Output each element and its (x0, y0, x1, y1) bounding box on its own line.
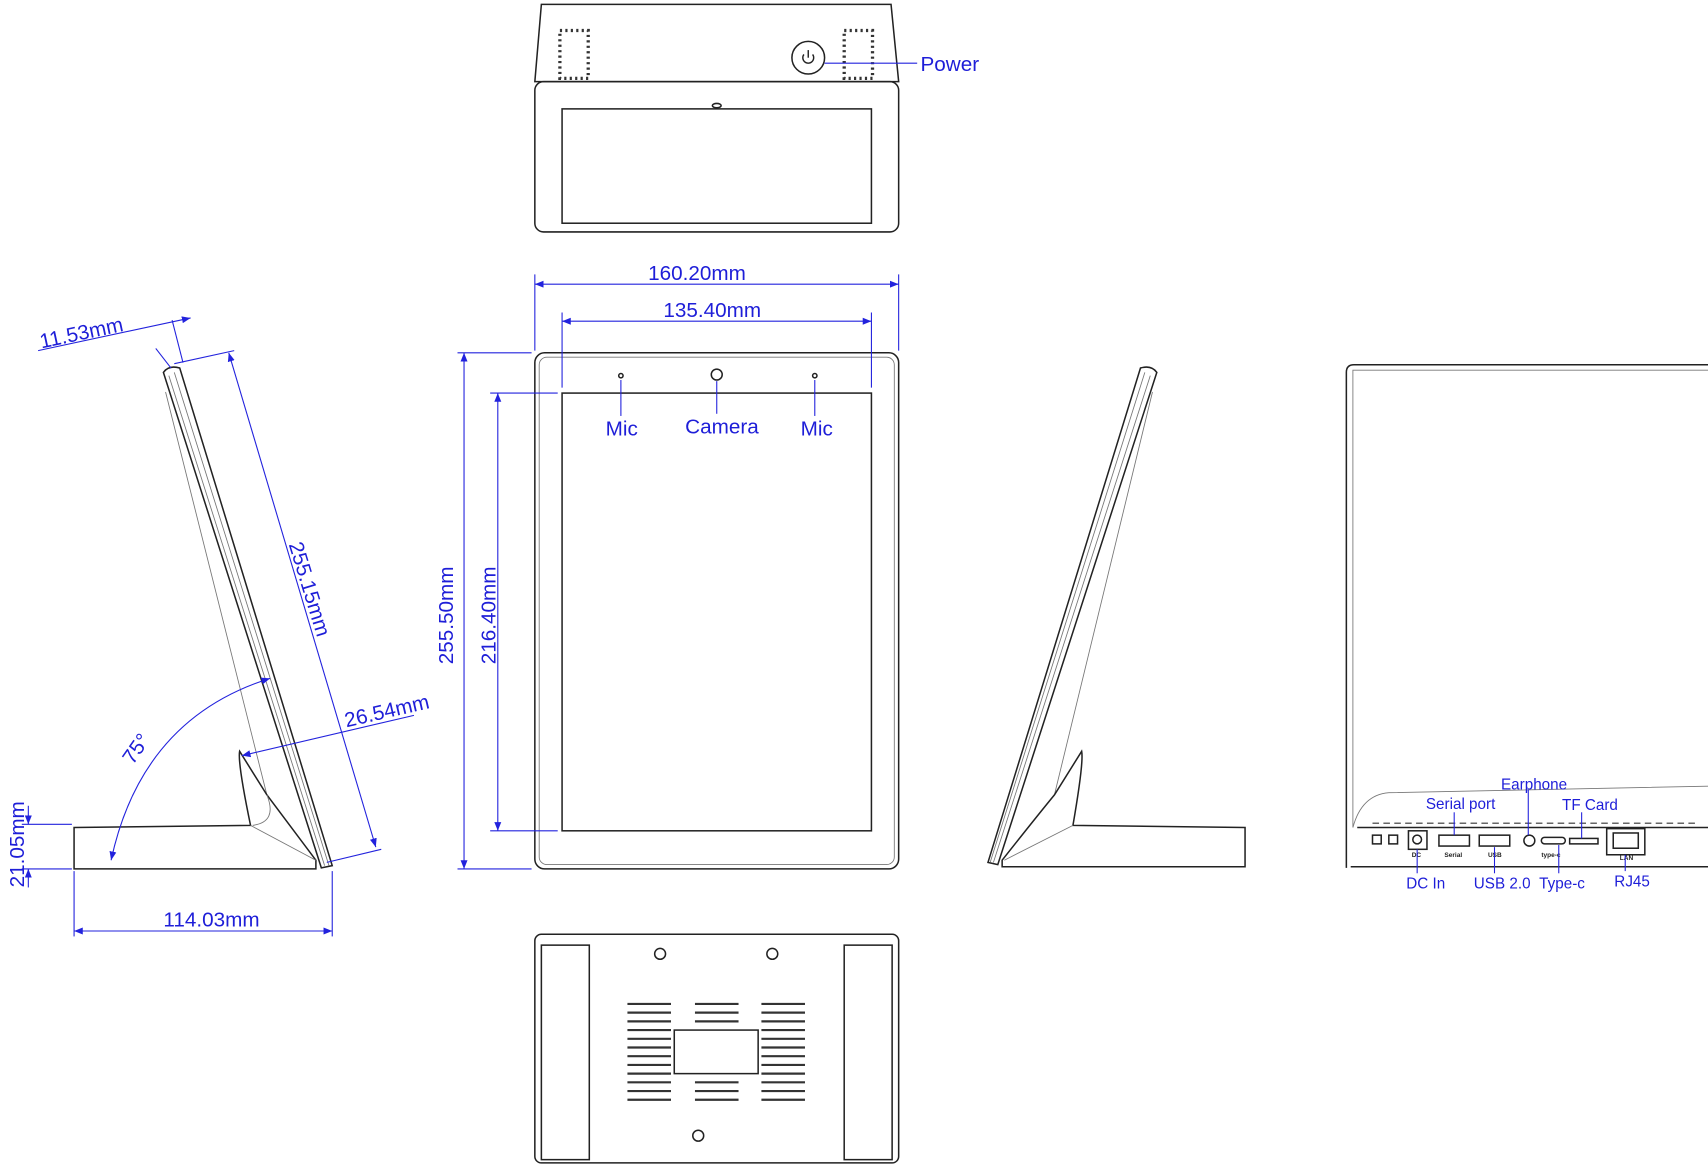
svg-text:DC: DC (1412, 852, 1422, 859)
base-height-dim: 21.05mm (6, 801, 29, 887)
base-depth-dim: 114.03mm (163, 909, 259, 932)
speaker-grille-right (842, 28, 875, 81)
panel-thickness-dim: 11.53mm (38, 313, 126, 353)
tf-card-slot-icon (1568, 837, 1599, 845)
panel-length-dim: 255.15mm (284, 539, 335, 639)
mic-right-label: Mic (801, 418, 833, 441)
right-side-view (987, 366, 1246, 868)
overall-width-dim: 160.20mm (648, 262, 746, 285)
svg-text:LAN: LAN (1620, 855, 1634, 862)
front-view: Mic Camera Mic 160.20mm 135.40mm 255.50m… (435, 262, 900, 870)
serial-port-icon: Serial (1438, 834, 1471, 859)
power-button-icon (791, 40, 826, 75)
screen-height-dim: 216.40mm (478, 566, 501, 664)
svg-text:Serial: Serial (1444, 852, 1462, 859)
overall-height-dim: 255.50mm (435, 566, 458, 664)
screen-width-dim: 135.40mm (663, 299, 761, 322)
tilt-angle-dim: 75° (118, 730, 155, 769)
serial-port-label: Serial port (1426, 796, 1496, 813)
typec-label: Type-c (1539, 876, 1585, 893)
dc-in-label: DC In (1406, 876, 1445, 893)
base-neck-dim: 26.54mm (342, 690, 431, 732)
mic-left-label: Mic (606, 418, 638, 441)
earphone-jack-icon (1523, 834, 1536, 847)
svg-text:type-c: type-c (1541, 852, 1561, 859)
left-side-view: 11.53mm 255.15mm 26.54mm 75° 21.05mm 114… (6, 313, 432, 937)
rj45-label: RJ45 (1614, 873, 1650, 890)
camera-label: Camera (685, 415, 759, 438)
power-label: Power (920, 53, 979, 76)
earphone-label: Earphone (1501, 776, 1567, 793)
back-view: DC Serial USB type-c LAN Earphone Seria (1345, 364, 1708, 893)
speaker-grille-left (558, 28, 590, 81)
tf-card-label: TF Card (1562, 797, 1618, 814)
usb-label: USB 2.0 (1474, 876, 1531, 893)
top-view: Power (534, 3, 979, 233)
typec-port-icon: type-c (1540, 836, 1567, 859)
bottom-view (534, 933, 900, 1164)
